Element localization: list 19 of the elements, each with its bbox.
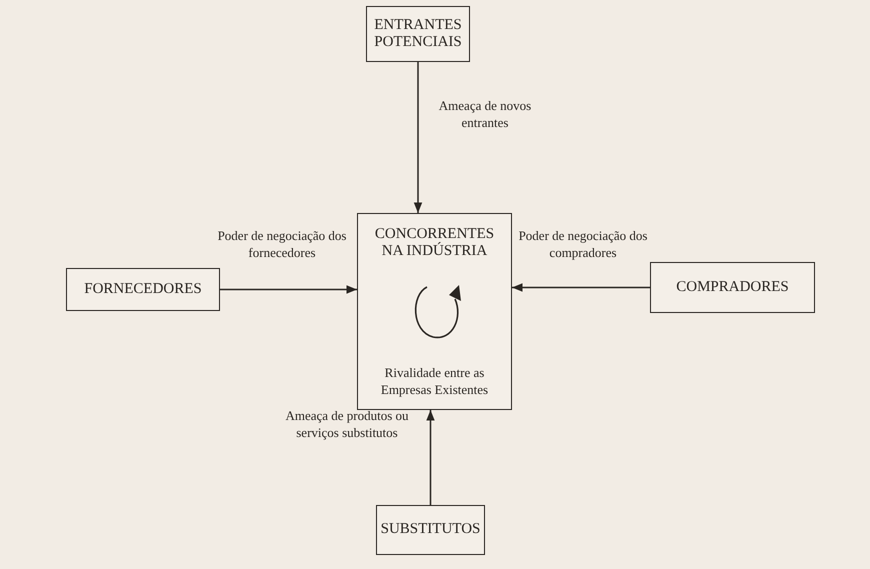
edge-label: Poder de negociação dos fornecedores bbox=[216, 228, 348, 262]
node-description: Rivalidade entre as Empresas Existentes bbox=[380, 365, 490, 399]
force-box bbox=[66, 268, 220, 311]
node-title: ENTRANTES POTENCIAIS bbox=[373, 16, 463, 52]
edge-label: Poder de negociação dos compradores bbox=[518, 228, 648, 262]
node-title: COMPRADORES bbox=[676, 278, 789, 296]
node-title: SUBSTITUTOS bbox=[380, 521, 480, 539]
arrow bbox=[426, 410, 435, 505]
node-title: FORNECEDORES bbox=[84, 280, 202, 298]
central-box bbox=[357, 213, 512, 410]
force-box bbox=[366, 6, 470, 62]
edge-label: Ameaça de produtos ou serviços substitutos bbox=[284, 408, 410, 442]
arrow bbox=[512, 283, 650, 292]
force-box bbox=[376, 505, 485, 555]
edge-label: Ameaça de novos entrantes bbox=[438, 98, 532, 132]
arrow bbox=[220, 285, 357, 294]
node-title: CONCORRENTES NA INDÚSTRIA bbox=[374, 226, 496, 260]
arrow bbox=[414, 62, 422, 213]
force-box bbox=[650, 262, 815, 313]
